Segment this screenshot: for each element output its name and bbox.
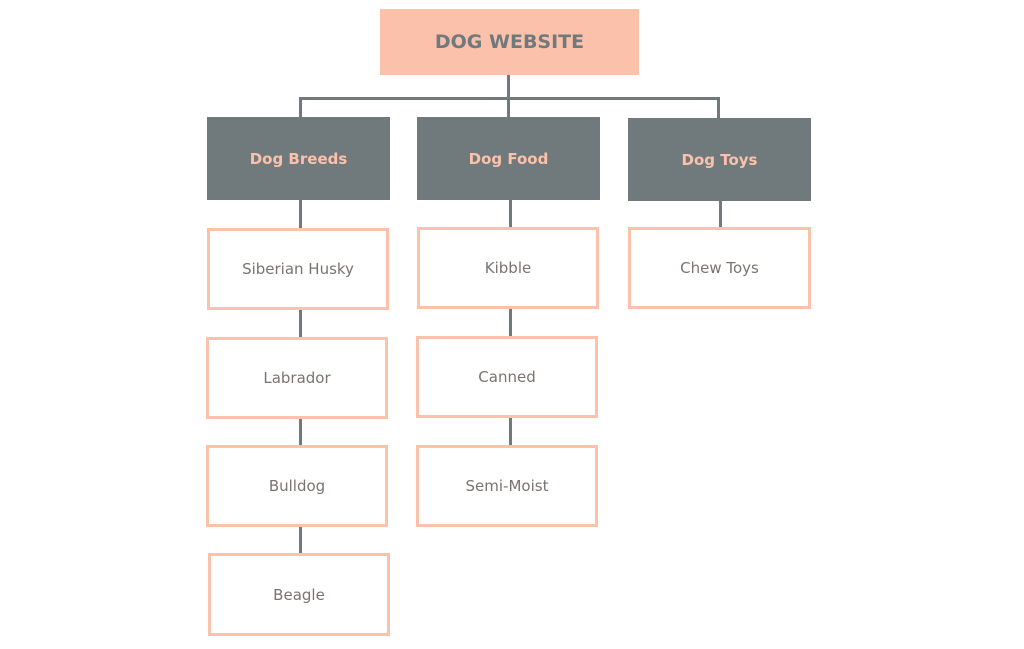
leaf-node-kibble: Kibble <box>417 227 599 309</box>
category-node-dog-breeds: Dog Breeds <box>207 117 390 200</box>
connector-labrador-bulldog <box>299 418 302 446</box>
leaf-label: Semi-Moist <box>465 477 549 495</box>
leaf-node-siberian-husky: Siberian Husky <box>207 228 389 310</box>
leaf-node-beagle: Beagle <box>208 553 390 636</box>
connector-canned-semimoist <box>509 417 512 446</box>
leaf-label: Beagle <box>273 585 325 604</box>
connector-husky-labrador <box>299 309 302 338</box>
connector-root-trunk <box>507 74 510 98</box>
category-label: Dog Toys <box>681 150 758 169</box>
leaf-node-bulldog: Bulldog <box>206 445 388 527</box>
leaf-label: Kibble <box>484 259 532 277</box>
category-label: Dog Food <box>468 149 549 168</box>
root-node-label: DOG WEBSITE <box>434 31 585 53</box>
leaf-node-chew-toys: Chew Toys <box>628 227 811 309</box>
connector-food-kibble <box>509 199 512 228</box>
connector-to-dog-breeds <box>299 97 302 118</box>
leaf-label: Chew Toys <box>680 259 759 277</box>
leaf-node-labrador: Labrador <box>206 337 388 419</box>
category-node-dog-toys: Dog Toys <box>628 118 811 201</box>
category-node-dog-food: Dog Food <box>417 117 600 200</box>
connector-toys-chew <box>719 200 722 228</box>
connector-bulldog-beagle <box>299 526 302 554</box>
leaf-node-semi-moist: Semi-Moist <box>416 445 598 527</box>
connector-breeds-husky <box>299 199 302 229</box>
leaf-label: Siberian Husky <box>242 260 354 278</box>
connector-kibble-canned <box>509 308 512 337</box>
connector-to-dog-food <box>507 97 510 118</box>
leaf-label: Labrador <box>263 369 331 387</box>
category-label: Dog Breeds <box>249 149 348 168</box>
root-node: DOG WEBSITE <box>380 9 639 75</box>
leaf-label: Bulldog <box>268 477 326 495</box>
leaf-node-canned: Canned <box>416 336 598 418</box>
connector-to-dog-toys <box>717 97 720 119</box>
leaf-label: Canned <box>478 368 536 386</box>
